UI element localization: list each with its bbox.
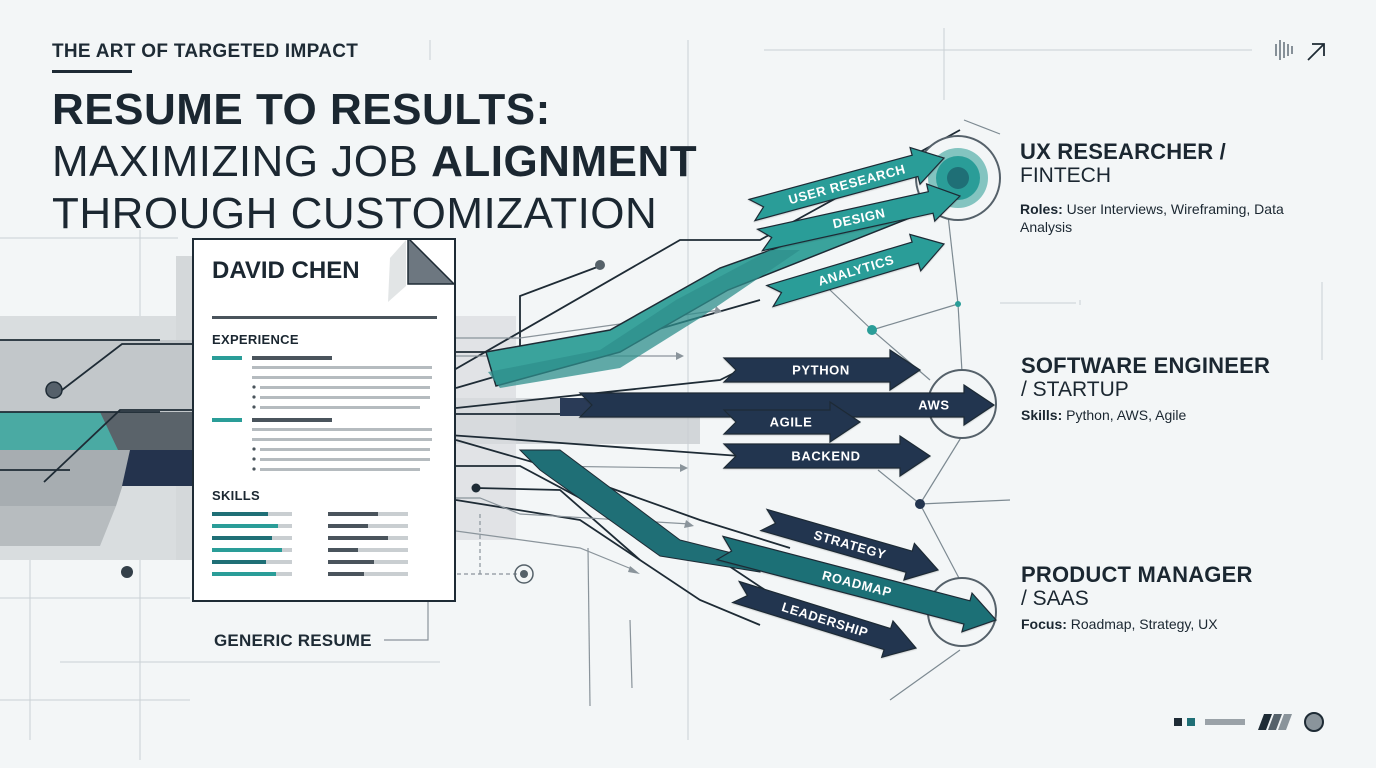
node-dot — [45, 381, 63, 399]
keyword-arrow-shape — [731, 580, 918, 659]
keyword-arrow: BACKEND — [722, 434, 932, 478]
arrow-up-right-icon — [1307, 43, 1325, 61]
keyword-arrow-shape — [759, 508, 940, 581]
target-swe-subtitle: / STARTUP — [1021, 378, 1129, 401]
target-ux-subtitle: FINTECH — [1020, 164, 1111, 187]
title-line-2: MAXIMIZING JOB ALIGNMENT — [52, 137, 698, 186]
footer-decor — [1174, 712, 1324, 732]
target-pm-title: PRODUCT MANAGER — [1021, 562, 1253, 587]
waveform-icon — [1275, 40, 1293, 60]
keyword-arrow-shape — [765, 233, 946, 308]
network-node — [955, 301, 961, 307]
target-swe: SOFTWARE ENGINEER / STARTUP Skills: Pyth… — [1021, 354, 1270, 424]
target-ux-detail: Roles: User Interviews, Wireframing, Dat… — [1020, 201, 1284, 235]
keyword-arrow: AGILE — [722, 400, 862, 444]
target-ux: UX RESEARCHER / FINTECH Roles: User Inte… — [1020, 140, 1320, 236]
keyword-arrow-shape — [722, 434, 932, 478]
target-pm-detail: Focus: Roadmap, Strategy, UX — [1021, 616, 1218, 632]
keyword-arrow-label: AWS — [918, 398, 949, 413]
keyword-arrows: USER RESEARCHDESIGNANALYTICSPYTHONAWSAGI… — [578, 146, 998, 659]
left-circuit — [0, 339, 196, 483]
target-pm: PRODUCT MANAGER / SAAS Focus: Roadmap, S… — [1021, 563, 1253, 633]
keyword-arrow: PYTHON — [722, 348, 922, 392]
eyebrow-heading: THE ART OF TARGETED IMPACT — [52, 41, 359, 62]
resume-experience-label: EXPERIENCE — [212, 332, 299, 347]
resume-caption: GENERIC RESUME — [214, 631, 372, 650]
keyword-arrow-shape — [722, 400, 862, 444]
target-pm-subtitle: / SAAS — [1021, 587, 1089, 610]
eyebrow-rule — [52, 70, 132, 73]
title-line-1: RESUME TO RESULTS: — [52, 85, 551, 134]
keyword-arrow-shape — [722, 348, 922, 392]
node-dot — [121, 566, 133, 578]
keyword-arrow-shape — [756, 182, 962, 252]
keyword-arrow-label: PYTHON — [792, 363, 850, 378]
target-swe-detail: Skills: Python, AWS, Agile — [1021, 407, 1187, 423]
keyword-arrow-label: BACKEND — [791, 449, 860, 464]
keyword-arrow-shape — [715, 535, 998, 633]
resume-skills-label: SKILLS — [212, 488, 261, 503]
keyword-arrow-shape — [578, 383, 996, 427]
keyword-arrow-shape — [747, 146, 946, 222]
keyword-arrow: AWS — [578, 383, 996, 427]
ux-sweep-band — [488, 250, 800, 388]
target-ux-title: UX RESEARCHER / — [1020, 139, 1226, 164]
keyword-arrow-label: STRATEGY — [812, 527, 888, 562]
page-title: RESUME TO RESULTS: MAXIMIZING JOB ALIGNM… — [52, 84, 697, 240]
keyword-arrow-label: AGILE — [770, 415, 813, 430]
resume-content — [212, 238, 456, 576]
target-swe-title: SOFTWARE ENGINEER — [1021, 353, 1271, 378]
title-line-3: THROUGH CUSTOMIZATION — [52, 189, 658, 238]
left-bands — [0, 256, 200, 560]
network-node — [915, 499, 925, 509]
network-node — [867, 325, 877, 335]
resume-name: DAVID CHEN — [212, 257, 360, 284]
